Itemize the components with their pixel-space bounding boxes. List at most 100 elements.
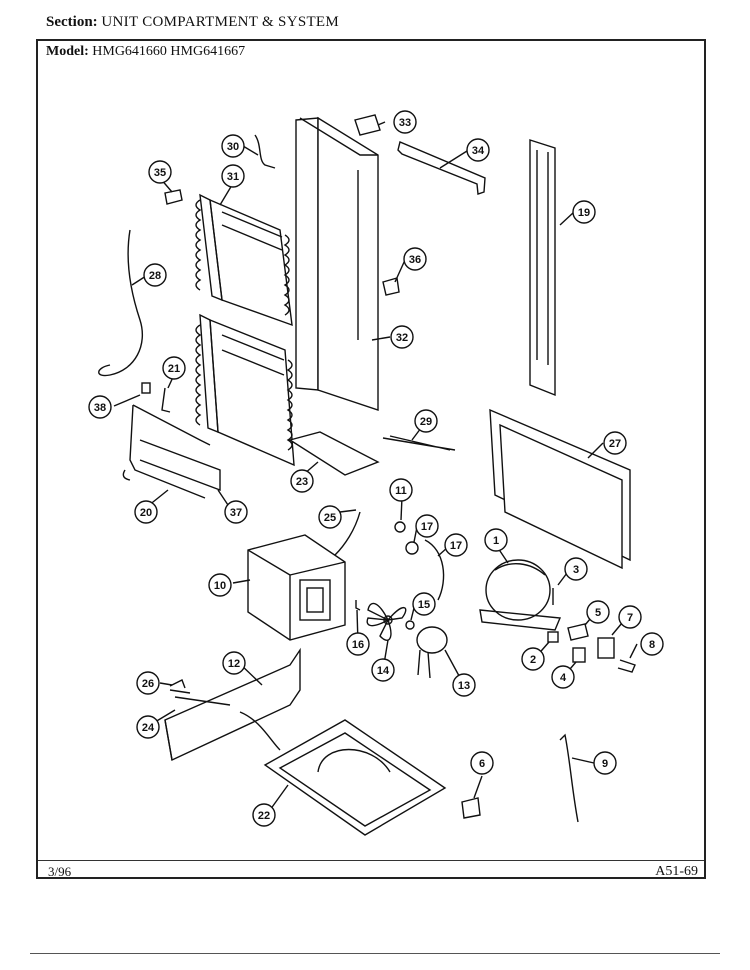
- condenser-coil-drawing: [195, 193, 295, 467]
- hub-15-drawing: [405, 620, 415, 630]
- callout-19: 19: [572, 200, 596, 224]
- callout-11-label: 11: [395, 485, 407, 497]
- callout-5: 5: [586, 600, 610, 624]
- callout-4: 4: [551, 665, 575, 689]
- drain-pan-22-drawing: [263, 719, 447, 836]
- page-reference: A51-69: [655, 864, 698, 879]
- callout-9-label: 9: [602, 758, 608, 770]
- callout-33: 33: [393, 110, 417, 134]
- callout-23-label: 23: [296, 476, 308, 488]
- part-8-drawing: [617, 659, 636, 673]
- partition-panel-drawing: [295, 116, 379, 411]
- drier-29-drawing: [382, 435, 456, 451]
- wire-30-drawing: [254, 134, 276, 169]
- callout-12-label: 12: [228, 658, 240, 670]
- fan-shroud-10-drawing: [247, 534, 346, 641]
- callout-36: 36: [403, 247, 427, 271]
- footer-divider: [38, 860, 704, 861]
- part-5-drawing: [567, 623, 589, 641]
- callout-8: 8: [640, 632, 664, 656]
- callout-34: 34: [466, 138, 490, 162]
- part-7-drawing: [597, 637, 615, 659]
- fan-motor-13-drawing: [416, 626, 448, 679]
- clip-21-drawing: [161, 387, 171, 413]
- callout-23: 23: [290, 469, 314, 493]
- section-value: UNIT COMPARTMENT & SYSTEM: [101, 14, 340, 30]
- model-value: HMG641660 HMG641667: [92, 44, 246, 59]
- callout-10-label: 10: [214, 580, 226, 592]
- section-title: Section: UNIT COMPARTMENT & SYSTEM: [46, 14, 339, 31]
- callout-11: 11: [389, 478, 413, 502]
- callout-5-label: 5: [595, 607, 601, 619]
- callout-38-label: 38: [94, 402, 106, 414]
- bracket-20-drawing: [122, 404, 221, 499]
- compressor-1-drawing: [479, 559, 562, 631]
- callout-14: 14: [371, 658, 395, 682]
- base-rail-12-drawing: [164, 647, 301, 762]
- tray-23-drawing: [288, 431, 380, 476]
- callout-7: 7: [618, 605, 642, 629]
- callout-24: 24: [136, 715, 160, 739]
- clip-26-drawing: [169, 679, 186, 689]
- callout-17-label: 17: [450, 540, 462, 552]
- callout-1: 1: [484, 528, 508, 552]
- callout-9: 9: [593, 751, 617, 775]
- callout-3: 3: [564, 557, 588, 581]
- callout-18-label: 17: [421, 521, 433, 533]
- callout-12: 12: [222, 651, 246, 675]
- callout-34-label: 34: [472, 145, 485, 157]
- callout-32-label: 32: [396, 332, 408, 344]
- callout-6-label: 6: [479, 758, 485, 770]
- diagram-frame: [36, 39, 706, 879]
- callout-33-label: 33: [399, 117, 411, 129]
- power-cord-9-drawing: [559, 733, 579, 823]
- callout-38: 38: [88, 395, 112, 419]
- callout-21-label: 21: [168, 363, 180, 375]
- callout-27-label: 27: [609, 438, 621, 450]
- callout-29: 29: [414, 409, 438, 433]
- callout-35: 35: [148, 160, 172, 184]
- callout-22: 22: [252, 803, 276, 827]
- panel-27-drawing: [489, 408, 631, 570]
- callout-19-label: 19: [578, 207, 590, 219]
- callout-21: 21: [162, 356, 186, 380]
- callout-35-label: 35: [154, 167, 166, 179]
- relay-6-drawing: [461, 797, 481, 819]
- part-38-drawing: [141, 382, 151, 394]
- tube-28-drawing: [98, 229, 144, 377]
- callout-6: 6: [470, 751, 494, 775]
- revision-date: 3/96: [48, 864, 72, 879]
- callout-14-label: 14: [377, 665, 390, 677]
- callout-36-label: 36: [409, 254, 421, 266]
- callout-16: 16: [346, 632, 370, 656]
- callout-25: 25: [318, 505, 342, 529]
- callout-32: 32: [390, 325, 414, 349]
- grommet-2-drawing: [547, 631, 559, 643]
- callout-20: 20: [134, 500, 158, 524]
- callout-37-label: 37: [230, 507, 242, 519]
- bottom-rule: [30, 953, 720, 954]
- callout-24-label: 24: [142, 722, 155, 734]
- fan-blade-14-drawing: [366, 602, 407, 641]
- bracket-17-drawing: [424, 539, 445, 601]
- hose-25-drawing: [334, 511, 361, 556]
- callout-20-label: 20: [140, 507, 152, 519]
- callout-28-label: 28: [149, 270, 161, 282]
- callout-7-label: 7: [627, 612, 633, 624]
- callout-15-label: 15: [418, 599, 430, 611]
- callout-31: 31: [221, 164, 245, 188]
- callout-26-label: 26: [142, 678, 154, 690]
- model-label: Model:: [46, 44, 89, 59]
- part-4-drawing: [572, 647, 586, 663]
- callout-2-label: 2: [530, 654, 536, 666]
- callout-1-label: 1: [493, 535, 499, 547]
- callout-4-label: 4: [560, 672, 567, 684]
- callout-18: 17: [415, 514, 439, 538]
- bracket-33-drawing: [354, 114, 381, 136]
- callout-30: 30: [221, 134, 245, 158]
- callout-15: 15: [412, 592, 436, 616]
- block-35-drawing: [164, 189, 183, 205]
- callout-30-label: 30: [227, 141, 239, 153]
- callout-8-label: 8: [649, 639, 655, 651]
